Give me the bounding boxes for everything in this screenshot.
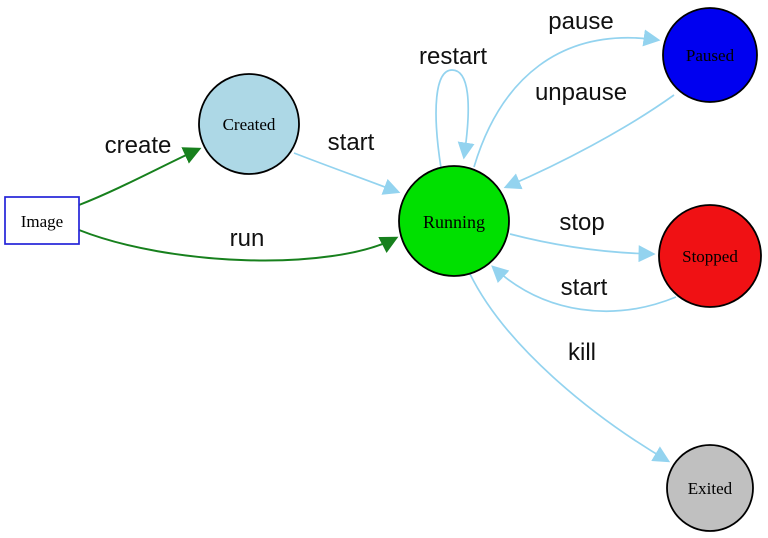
node-running [398, 165, 510, 277]
edge-start-created-running [293, 152, 401, 195]
node-created-label: Created [223, 115, 276, 134]
node-created [198, 73, 300, 175]
edge-label-start-created: start [328, 129, 375, 156]
edge-label-kill: kill [568, 339, 596, 366]
edge-label-stop: stop [559, 209, 604, 236]
node-image-label: Image [21, 212, 63, 231]
edge-label-pause: pause [548, 8, 613, 35]
edge-stop [509, 233, 656, 263]
edge-labels-layer: create run start restart pause unpause s… [105, 8, 627, 366]
edge-create [78, 147, 202, 206]
edge-label-start-stopped: start [561, 274, 608, 301]
node-stopped-label: Stopped [682, 247, 738, 266]
edge-start-stopped-running [491, 265, 677, 312]
edge-label-restart: restart [419, 43, 487, 70]
node-image [4, 196, 80, 245]
node-running-label: Running [423, 212, 485, 232]
edge-pause [473, 29, 661, 168]
edge-label-create: create [105, 132, 172, 159]
node-paused [662, 7, 758, 103]
nodes-layer: Image Created Running Paused Stopped Exi… [4, 7, 762, 532]
edge-label-run: run [230, 225, 265, 252]
node-exited [666, 444, 754, 532]
edge-label-unpause: unpause [535, 79, 627, 106]
edge-restart-self-loop [435, 69, 475, 169]
edge-kill [469, 273, 671, 463]
node-paused-label: Paused [686, 46, 735, 65]
edge-unpause [503, 94, 675, 190]
edge-run [78, 229, 399, 262]
edges-layer [78, 29, 677, 463]
node-exited-label: Exited [688, 479, 733, 498]
node-stopped [658, 204, 762, 308]
